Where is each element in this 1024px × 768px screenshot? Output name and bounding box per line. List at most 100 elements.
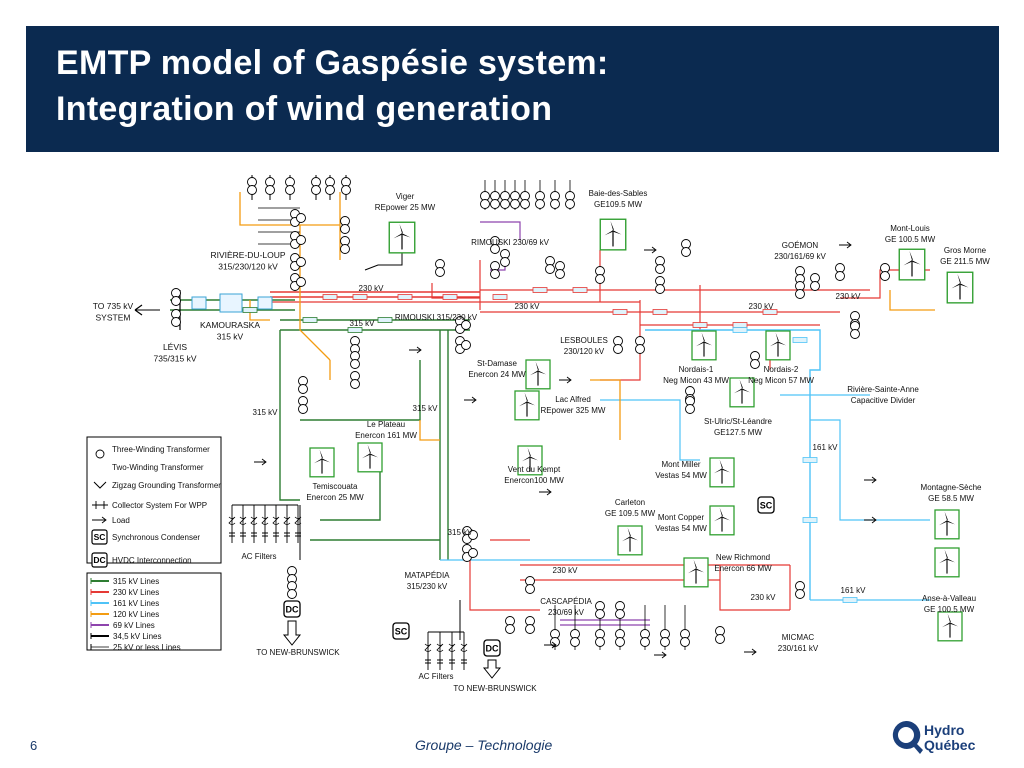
- collector-icon: [92, 501, 108, 509]
- line-section: [302, 317, 318, 323]
- winding: [565, 199, 575, 209]
- page-number: 6: [30, 738, 38, 753]
- two-winding-transformer: [171, 309, 181, 327]
- blades: [903, 250, 921, 266]
- label-kamouraska: 315 kV: [217, 332, 244, 342]
- winding: [296, 277, 306, 287]
- winding: [685, 404, 695, 414]
- wind-farms-layer: [309, 218, 974, 642]
- label-acfilters2: AC Filters: [418, 672, 453, 681]
- wind-turbine-icon: [934, 509, 960, 540]
- winding: [795, 289, 805, 299]
- label-rsa: Capacitive Divider: [851, 396, 916, 405]
- two-winding-transformer: [287, 581, 297, 599]
- label-rsa: Rivière-Sainte-Anne: [847, 385, 919, 394]
- label-micmac: 230/161 kV: [778, 644, 819, 653]
- label-ventdukempt: Enercon100 MW: [504, 476, 564, 485]
- winding: [613, 344, 623, 354]
- two-winding-transformer: [535, 191, 545, 209]
- line-section: [802, 517, 818, 523]
- legend-badge: DC: [91, 552, 108, 568]
- line: [889, 290, 935, 311]
- line-section: [347, 327, 363, 333]
- winding: [550, 637, 560, 647]
- two-winding-transformer: [835, 263, 845, 281]
- three-winding-transformer: [462, 544, 478, 562]
- winding: [795, 589, 805, 599]
- winding: [520, 199, 530, 209]
- label-levis: 735/315 kV: [153, 354, 196, 364]
- label-tonb1: TO NEW-BRUNSWICK: [256, 648, 340, 657]
- winding: [311, 185, 321, 195]
- two-winding-transformer: [490, 191, 500, 209]
- label-lacalfred: Lac Alfred: [555, 395, 591, 404]
- load-arrow-icon: [464, 396, 477, 404]
- line-section: [732, 327, 748, 333]
- wind-turbine-icon: [709, 505, 735, 536]
- three-winding-transformer: [455, 316, 471, 334]
- line-section: [572, 287, 588, 293]
- load-arrow-icon: [409, 346, 422, 354]
- winding: [510, 199, 520, 209]
- two-winding-transformer: [615, 629, 625, 647]
- three-winding-transformer: [290, 253, 306, 271]
- legend-symbol-label: Collector System For WPP: [112, 501, 207, 510]
- load-arrow-icon: [539, 488, 552, 496]
- badge-frame: [757, 496, 775, 514]
- two-winding-transformer: [490, 261, 500, 279]
- winding: [500, 257, 510, 267]
- two-winding-transformer: [795, 266, 805, 284]
- voltage-tag-v4: 230 kV: [749, 302, 775, 311]
- blades: [734, 379, 750, 394]
- filter-coil: [272, 516, 280, 525]
- winding: [265, 185, 275, 195]
- legend-line-label: 230 kV Lines: [113, 588, 159, 597]
- filter-coil: [460, 643, 468, 652]
- badge-frame: [283, 600, 301, 618]
- label-leplateau: Enercon 161 MW: [355, 431, 417, 440]
- label-lesboules: LESBOULES: [560, 336, 608, 345]
- label-newrichmond: Enercon 66 MW: [714, 564, 772, 573]
- wind-turbine-icon: [937, 611, 963, 642]
- arrow-down-icon: [282, 620, 302, 646]
- label-stdamase: St-Damase: [477, 359, 518, 368]
- label-stulric: St-Ulric/St-Léandre: [704, 417, 773, 426]
- two-winding-transformer: [435, 259, 445, 277]
- winding: [468, 530, 478, 540]
- line: [419, 420, 440, 441]
- winding: [287, 589, 297, 599]
- two-winding-transformer: [311, 177, 321, 195]
- label-acfilters1: AC Filters: [241, 552, 276, 561]
- load-arrow-icon: [864, 516, 877, 524]
- label-riviere: 315/230/120 kV: [218, 262, 278, 272]
- winding: [570, 637, 580, 647]
- winding: [350, 379, 360, 389]
- two-winding-transformer: [715, 626, 725, 644]
- badge-frame: [91, 552, 108, 568]
- legend-symbol-label: Zigzag Grounding Transformer: [112, 481, 221, 490]
- winding: [298, 384, 308, 394]
- hydro-quebec-logo: Hydro Québec: [888, 717, 998, 757]
- wind-turbine-icon: [388, 221, 416, 254]
- legend-symbols-box: [86, 436, 222, 564]
- two-winding-transformer: [510, 191, 520, 209]
- legend-symbol-label: Synchronous Condenser: [112, 533, 200, 542]
- winding: [285, 185, 295, 195]
- line-section: [762, 309, 778, 315]
- two-winding-transformer: [500, 191, 510, 209]
- two-winding-transformer: [550, 629, 560, 647]
- three-winding-transformer: [462, 526, 478, 544]
- label-montlouis: Mont-Louis: [890, 224, 930, 233]
- load-arrow-icon: [864, 476, 877, 484]
- line: [431, 283, 480, 299]
- label-rim315: RIMOUSKI 315/230 kV: [395, 313, 478, 322]
- label-cascapedia: 230/69 kV: [548, 608, 585, 617]
- winding: [615, 637, 625, 647]
- legend-badge-text: SC: [94, 532, 106, 542]
- blades: [604, 220, 622, 236]
- line-section: [612, 309, 628, 315]
- line: [719, 565, 790, 611]
- three-winding-transformer: [290, 231, 306, 249]
- badge-frame: [392, 622, 410, 640]
- winding: [525, 624, 535, 634]
